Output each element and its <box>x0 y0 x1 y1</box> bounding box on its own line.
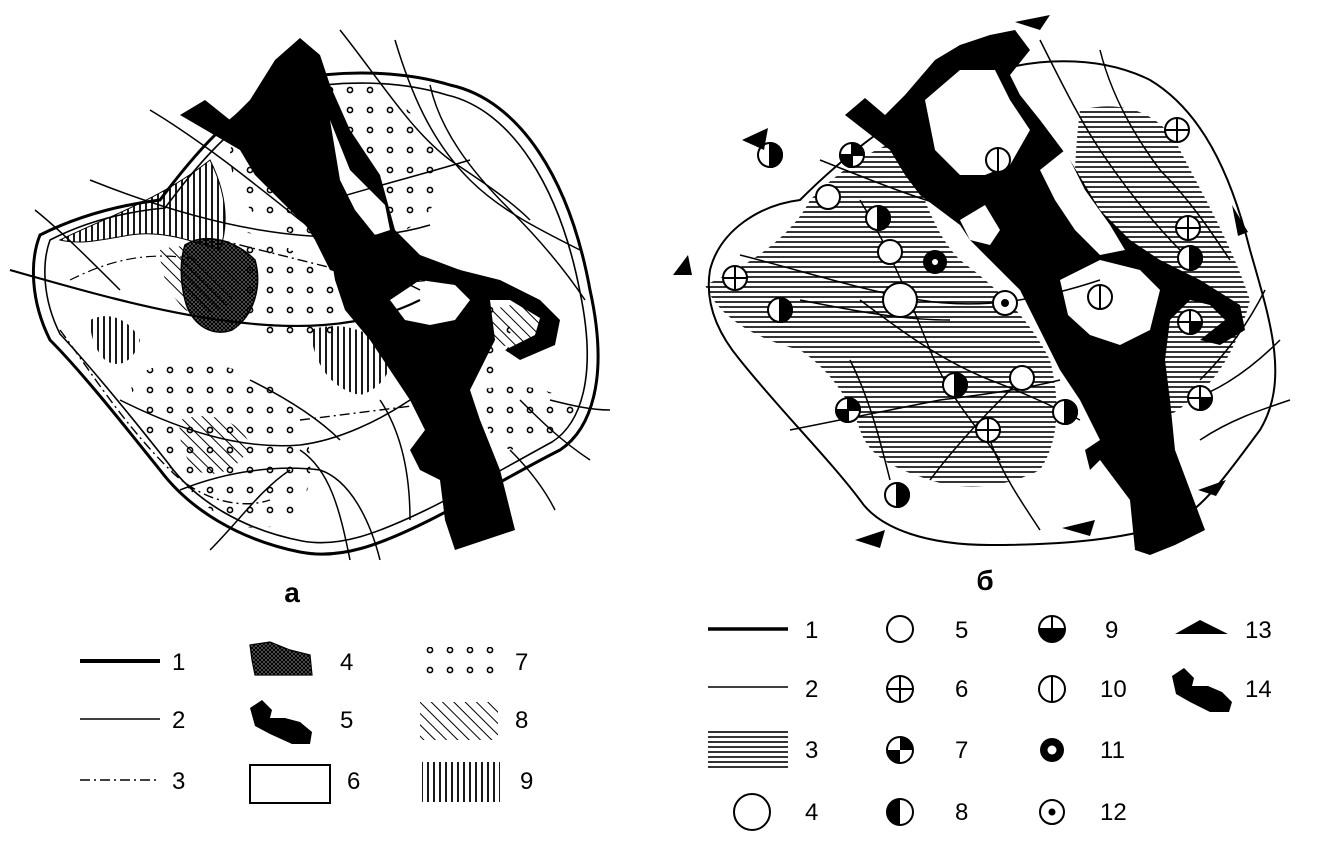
panel-b-caption: б <box>976 565 993 596</box>
symbol-medium-circle <box>877 239 903 265</box>
legend-b-label-11: 11 <box>1100 737 1125 764</box>
legend-b-label-2: 2 <box>805 676 818 703</box>
legend-b-label-5: 5 <box>955 617 968 644</box>
arrow-triangle <box>855 530 885 548</box>
legend-b-label-1: 1 <box>805 617 818 644</box>
legend-a-item-7: 7 <box>418 647 528 679</box>
symbol-circle-vertical-line <box>1087 284 1113 310</box>
legend-b-item-5: 5 <box>886 615 968 644</box>
legend-b-item-14: 14 <box>1172 668 1272 712</box>
zone-vertical-hatch-center <box>310 326 391 395</box>
symbol-black-ring <box>923 250 947 274</box>
legend-b-label-14: 14 <box>1245 676 1272 703</box>
legend-b-label-9: 9 <box>1105 617 1118 644</box>
legend-b-label-7: 7 <box>955 737 968 764</box>
zone-horizontal-hatch-west <box>705 140 1057 487</box>
panel-a-map <box>9 29 611 561</box>
legend-b-label-8: 8 <box>955 799 968 826</box>
legend-a-label-6: 6 <box>347 768 360 795</box>
legend-a-label-2: 2 <box>172 707 185 734</box>
legend-a-item-6: 6 <box>249 764 360 804</box>
legend-b-item-12: 12 <box>1039 799 1127 826</box>
arrow-triangle <box>1198 480 1226 496</box>
symbol-circle-half-black <box>884 481 910 509</box>
symbol-circle-half-black <box>767 296 793 324</box>
legend-a-label-7: 7 <box>515 649 528 676</box>
zone-diagonal-hatch-b <box>179 416 250 474</box>
legend-a-label-9: 9 <box>520 768 533 795</box>
symbol-circle-cross <box>975 417 1001 443</box>
symbol-circle-half-black <box>1177 244 1203 272</box>
legend-a-item-9: 9 <box>422 762 533 802</box>
legend-b-label-4: 4 <box>805 799 818 826</box>
legend-b-label-3: 3 <box>805 737 818 764</box>
arrow-triangle <box>1015 15 1050 30</box>
legend-b-label-6: 6 <box>955 676 968 703</box>
legend-a-item-4: 4 <box>249 641 353 676</box>
zone-vertical-hatch-west <box>58 159 226 251</box>
legend-a-label-1: 1 <box>172 649 185 676</box>
zone-dots-mid <box>235 230 341 346</box>
legend-a-label-4: 4 <box>340 649 353 676</box>
legend-a-item-5: 5 <box>250 700 353 744</box>
legend-b-label-10: 10 <box>1100 676 1127 703</box>
symbol-circle-cross <box>1175 215 1201 241</box>
legend-b-item-8: 8 <box>886 798 968 826</box>
legend-a-label-5: 5 <box>340 707 353 734</box>
zone-crosshatch-center <box>180 237 259 333</box>
legend-a-item-3: 3 <box>80 768 185 795</box>
legend-b-label-12: 12 <box>1100 799 1127 826</box>
symbol-medium-circle <box>815 184 841 210</box>
legend-a-label-8: 8 <box>515 707 528 734</box>
symbol-circle-half-black <box>942 371 968 399</box>
legend-a-item-8: 8 <box>420 702 528 740</box>
symbol-circle-quarters-black <box>838 141 866 169</box>
panel-b-arrows <box>673 15 1248 548</box>
arrow-triangle <box>1062 520 1095 536</box>
symbol-circle-vertical-line <box>985 147 1011 173</box>
arrow-triangle <box>742 128 768 150</box>
panel-b-map <box>673 15 1291 555</box>
legend-b-item-7: 7 <box>886 736 968 764</box>
zone-vertical-hatch-sw <box>90 316 140 364</box>
symbol-medium-circle <box>1009 365 1035 391</box>
legend-a-item-1: 1 <box>80 649 185 676</box>
legend-b-item-6: 6 <box>886 675 968 703</box>
legend-a-label-3: 3 <box>172 768 185 795</box>
legend-b-item-10: 10 <box>1038 675 1127 703</box>
symbol-circle-cross <box>1164 117 1190 143</box>
legend-b: 1 2 3 4 5 6 7 <box>708 615 1272 831</box>
symbol-circle-cross <box>722 265 748 291</box>
panel-b-symbols <box>722 117 1214 509</box>
legend-b-item-3: 3 <box>708 730 818 770</box>
symbol-circle-quarters-black <box>834 396 862 424</box>
arrow-triangle <box>673 255 692 275</box>
symbol-circle-dot <box>992 290 1018 316</box>
panel-a-black-river <box>180 38 560 550</box>
legend-b-item-1: 1 <box>708 617 818 644</box>
legend-b-label-13: 13 <box>1245 617 1272 644</box>
symbol-large-circle <box>882 282 918 318</box>
symbol-circle-half-black <box>865 204 891 232</box>
symbol-circle-half-black <box>1052 398 1078 426</box>
legend-b-item-9: 9 <box>1038 615 1118 644</box>
legend-b-item-4: 4 <box>733 793 818 831</box>
arrow-triangle <box>1232 205 1248 236</box>
panel-a-caption: а <box>284 577 300 608</box>
legend-a-item-2: 2 <box>80 707 185 734</box>
legend-a: 1 2 3 4 5 6 7 8 <box>80 641 533 804</box>
symbol-circle-quarter-black <box>1177 309 1204 336</box>
zone-dots-southeast <box>480 386 580 450</box>
legend-b-item-13: 13 <box>1175 617 1272 644</box>
symbol-circle-quarter-black <box>1187 385 1214 412</box>
legend-b-item-11: 11 <box>1040 737 1125 764</box>
panel-b-black-river <box>845 30 1245 555</box>
zone-diagonal-hatch-c <box>480 305 545 347</box>
legend-b-item-2: 2 <box>708 676 818 703</box>
